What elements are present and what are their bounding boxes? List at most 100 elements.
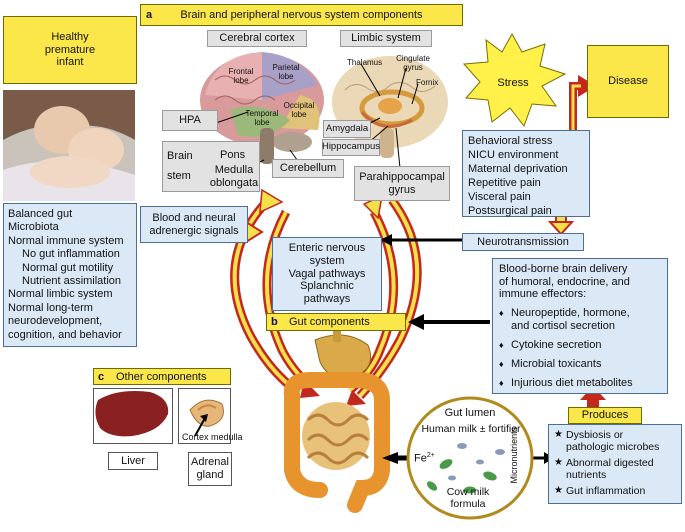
stress-label: Stress (497, 77, 529, 89)
blood-borne-item-text: Microbial toxicants (511, 357, 602, 370)
produces-item: ★Dysbiosis or pathologic microbes (554, 429, 676, 453)
diamond-bullet-icon: ♦ (499, 358, 504, 369)
healthy-outcome-item: neurodevelopment, (8, 315, 103, 328)
blood-borne-box: Blood-borne brain delivery of humoral, e… (492, 258, 668, 394)
fe-label: Fe2+ (414, 452, 435, 465)
produces-list: ★Dysbiosis or pathologic microbes★Abnorm… (554, 429, 676, 497)
adrenal-illustration (189, 399, 224, 427)
stressor-item: Maternal deprivation (468, 163, 568, 175)
blood-neural-box: Blood and neural adrenergic signals (140, 206, 248, 243)
brainstem-box: Brain stem Pons Medulla oblongata (162, 141, 260, 192)
panel-b-title: Gut components (289, 316, 370, 328)
adrenal-pointer (194, 417, 206, 437)
infant-photo (3, 90, 135, 201)
blood-borne-item: ♦ Injurious diet metabolites (499, 377, 661, 390)
gut-lumen-ellipse (406, 396, 534, 520)
panel-a-title-box: a Brain and peripheral nervous system co… (140, 4, 463, 26)
panel-b-title-box: b Gut components (266, 313, 406, 331)
stressor-item: Behavioral stress (468, 135, 553, 147)
healthy-outcome-item: Normal long-term (8, 301, 93, 314)
liver-frame (93, 388, 173, 444)
stressor-item: Postsurgical pain (468, 205, 552, 217)
cingulate-gyrus-label: Cingulate gyrus (396, 54, 430, 72)
panel-c-letter: c (98, 371, 105, 383)
healthy-infant-box: Healthy premature infant (3, 16, 137, 84)
hippocampus-label: Hippocampus (322, 139, 380, 156)
parahippocampal-gyrus-label: Parahippocampal gyrus (354, 166, 450, 201)
temporal-lobe-label: Temporal lobe (245, 109, 279, 127)
cerebellum-label: Cerebellum (272, 159, 344, 178)
gut-lumen-title: Gut lumen (444, 406, 496, 419)
adrenal-frame (178, 388, 231, 444)
diamond-bullet-icon: ♦ (499, 307, 504, 318)
enteric-box: Enteric nervous system Vagal pathways Sp… (272, 237, 382, 311)
microbes (426, 443, 505, 494)
medulla-label: Medulla oblongata (209, 164, 259, 189)
produces-box: Produces (568, 407, 642, 424)
panel-c-title-box: c Other components (93, 368, 231, 385)
produces-item-text: Gut inflammation (566, 485, 646, 497)
liver-illustration (95, 391, 169, 437)
cow-milk-label: Cow milk formula (446, 485, 490, 510)
healthy-outcome-item: Microbiota (8, 221, 59, 234)
fe-text: Fe (414, 452, 427, 465)
panel-b-letter: b (271, 316, 278, 328)
blood-borne-item: ♦ Cytokine secretion (499, 339, 661, 352)
liver-label: Liver (108, 452, 158, 470)
blood-borne-item-text: Injurious diet metabolites (511, 376, 633, 389)
disease-box: Disease (587, 45, 669, 118)
healthy-outcome-item: Normal limbic system (8, 288, 113, 301)
produces-item-text: Dysbiosis or pathologic microbes (566, 429, 660, 453)
micronutrients-label: Micronutrients (508, 426, 519, 484)
healthy-outcome-item: Normal immune system (8, 234, 124, 247)
blood-borne-list: ♦ Neuropeptide, hormone, and cortisol sec… (499, 307, 661, 390)
stress-starburst (462, 32, 567, 128)
blood-borne-heading: Blood-borne brain delivery of humoral, e… (499, 263, 630, 301)
occipital-lobe-label: Occipital lobe (283, 101, 315, 119)
star-bullet-icon: ★ (554, 429, 563, 440)
panel-c-title: Other components (116, 371, 207, 383)
panel-a-letter: a (146, 9, 153, 21)
blood-borne-item: ♦ Microbial toxicants (499, 358, 661, 371)
fe-superscript: 2+ (426, 452, 435, 459)
produces-item-text: Abnormal digested nutrients (566, 457, 654, 481)
amygdala-label: Amygdala (323, 120, 371, 138)
diamond-bullet-icon: ♦ (499, 377, 504, 388)
cortex-medulla-label: Cortex medulla (182, 432, 243, 442)
stressor-item: Visceral pain (468, 191, 531, 203)
limbic-system-label: Limbic system (340, 30, 432, 47)
hpa-label: HPA (162, 110, 218, 131)
produces-item: ★Abnormal digested nutrients (554, 457, 676, 481)
frontal-lobe-label: Frontal lobe (228, 67, 254, 85)
thalamus-label: Thalamus (347, 58, 383, 67)
panel-a-title: Brain and peripheral nervous system comp… (180, 8, 423, 21)
lumen-to-gut-arrow (382, 452, 398, 464)
blood-borne-item: ♦ Neuropeptide, hormone, and cortisol sec… (499, 307, 661, 333)
healthy-outcome-item: No gut inflammation (22, 248, 120, 261)
cerebral-cortex-label: Cerebral cortex (207, 30, 307, 47)
star-bullet-icon: ★ (554, 457, 563, 468)
brain-stem-label: Brain stem (167, 150, 193, 182)
produces-list-box: ★Dysbiosis or pathologic microbes★Abnorm… (548, 424, 682, 504)
healthy-outcome-item: cognition, and behavior (8, 328, 122, 341)
produces-item: ★Gut inflammation (554, 485, 676, 497)
fornix-label: Fornix (416, 78, 439, 87)
pons-label: Pons (220, 149, 246, 161)
star-bullet-icon: ★ (554, 485, 563, 496)
healthy-outcome-item: Balanced gut (8, 208, 73, 220)
gut-illustration (283, 322, 390, 513)
healthy-outcome-item: Nutrient assimilation (22, 275, 122, 288)
adrenal-gland-label: Adrenal gland (188, 452, 232, 486)
stressor-item: NICU environment (468, 149, 559, 161)
blood-borne-item-text: Neuropeptide, hormone, and cortisol secr… (511, 306, 630, 332)
blood-borne-item-text: Cytokine secretion (511, 338, 602, 351)
diamond-bullet-icon: ♦ (499, 339, 504, 350)
healthy-outcome-item: Normal gut motility (22, 261, 114, 274)
parietal-lobe-label: Parietal lobe (272, 63, 300, 81)
human-milk-label: Human milk ± fortifier (421, 422, 521, 435)
neurotransmission-box: Neurotransmission (462, 233, 584, 251)
